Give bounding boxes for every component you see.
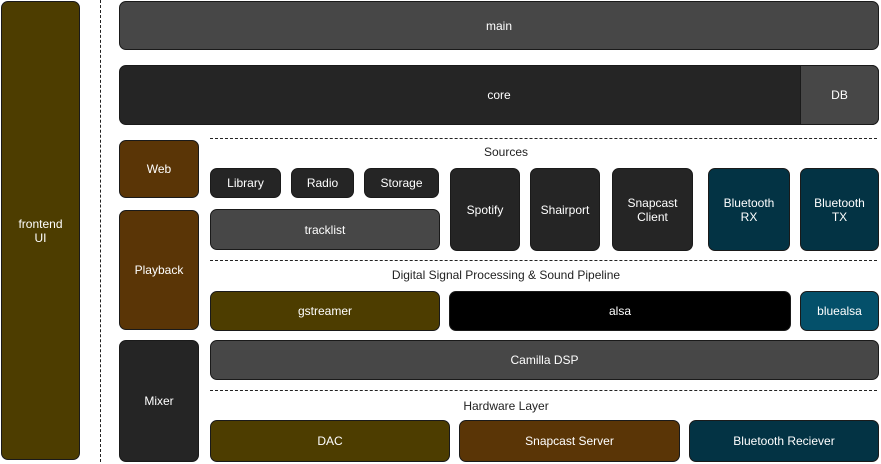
main-block: main [119,1,879,50]
mixer-block: Mixer [119,340,199,462]
snapcast-server-block: Snapcast Server [459,420,680,462]
bluetooth-tx-block: Bluetooth TX [800,168,879,251]
hardware-title: Hardware Layer [463,399,549,413]
bluealsa-block: bluealsa [800,291,879,331]
frontend-divider [100,0,101,462]
tracklist-block: tracklist [210,209,440,250]
playback-block: Playback [119,210,199,330]
db-block: DB [800,65,879,125]
alsa-block: alsa [449,291,791,331]
radio-block: Radio [291,168,354,198]
library-block: Library [210,168,281,198]
bluetooth-receiver-block: Bluetooth Reciever [689,420,879,462]
sources-title: Sources [483,145,529,159]
shairport-block: Shairport [530,168,600,251]
hardware-divider [210,390,877,391]
bluetooth-rx-block: Bluetooth RX [708,168,790,251]
camilla-dsp-block: Camilla DSP [210,340,879,380]
web-block: Web [119,140,199,198]
dac-block: DAC [210,420,450,462]
dsp-divider [210,260,877,261]
spotify-block: Spotify [450,168,520,251]
sources-divider [210,138,877,139]
storage-block: Storage [364,168,439,198]
core-label: core [487,88,511,102]
gstreamer-block: gstreamer [210,291,440,331]
dsp-title: Digital Signal Processing & Sound Pipeli… [391,268,621,282]
core-block: core [119,65,879,125]
frontend-ui-block: frontend UI [1,1,80,460]
snapcast-client-block: Snapcast Client [612,168,693,251]
